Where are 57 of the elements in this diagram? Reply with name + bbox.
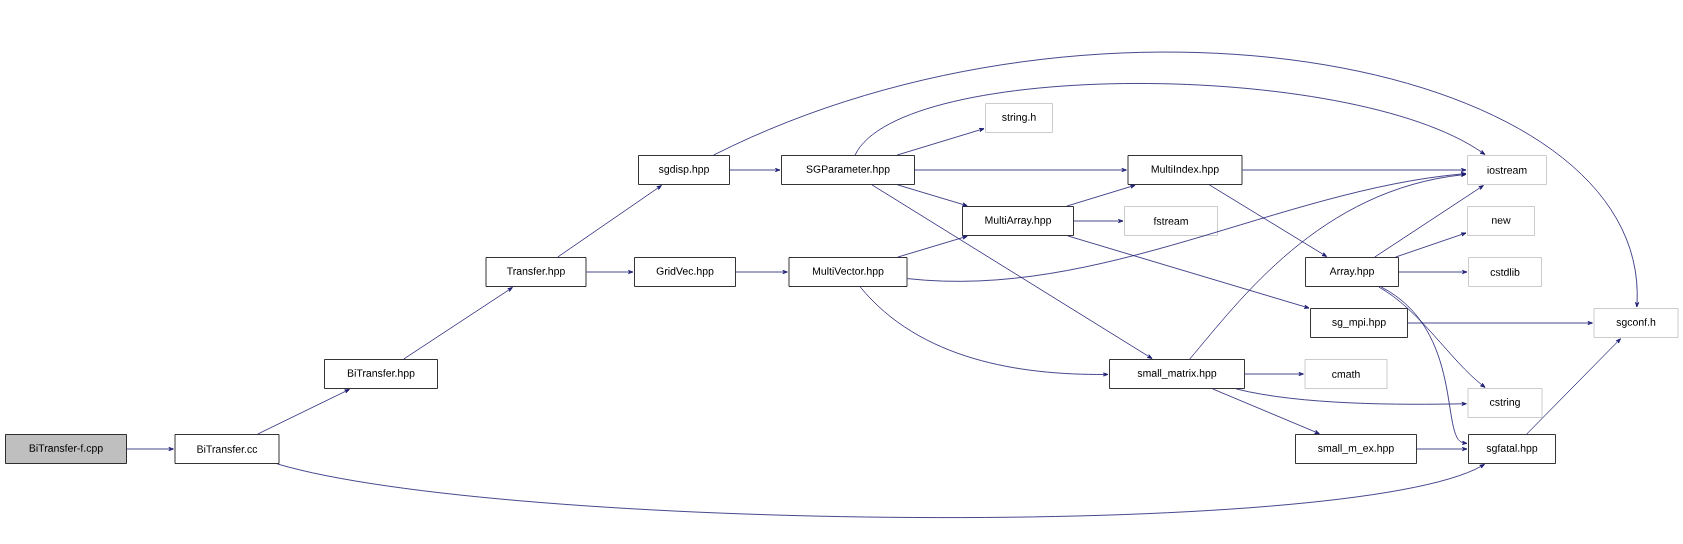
arrow xyxy=(1398,270,1468,274)
file-box: fstream xyxy=(1124,206,1218,236)
file-box: sgfatal.hpp xyxy=(1468,434,1556,464)
arrow xyxy=(257,389,350,435)
arrow xyxy=(586,270,634,274)
arrow xyxy=(1395,232,1467,258)
file-box: new xyxy=(1467,206,1535,236)
arrow xyxy=(1380,286,1468,445)
file-box: MultiArray.hpp xyxy=(962,206,1074,236)
arrow xyxy=(907,172,1467,282)
file-box: SGParameter.hpp xyxy=(781,155,915,185)
arrow xyxy=(403,287,513,360)
arrow xyxy=(914,168,1127,172)
arrow xyxy=(1244,372,1304,376)
file-box: MultiIndex.hpp xyxy=(1127,155,1243,185)
file-box: string.h xyxy=(985,103,1053,133)
arrow xyxy=(897,184,968,207)
file-box: BiTransfer.cc xyxy=(174,434,280,464)
arrow xyxy=(1209,184,1328,257)
arrow xyxy=(1378,286,1486,388)
arrow xyxy=(735,270,788,274)
arrow xyxy=(1073,219,1124,223)
file-box: cstring xyxy=(1467,388,1543,418)
arrow xyxy=(1235,388,1467,406)
arrow xyxy=(729,168,781,172)
arrow xyxy=(1416,447,1468,451)
arrow xyxy=(1374,185,1484,258)
arrow xyxy=(896,128,985,156)
file-box: BiTransfer.hpp xyxy=(324,359,438,389)
arrow xyxy=(276,463,1485,518)
arrow xyxy=(854,83,1486,156)
arrow xyxy=(1189,172,1467,360)
arrow xyxy=(1066,184,1136,207)
file-box: Array.hpp xyxy=(1305,257,1399,287)
file-box: iostream xyxy=(1467,155,1547,185)
arrow xyxy=(1526,338,1621,435)
arrow xyxy=(713,52,1640,308)
file-box: small_m_ex.hpp xyxy=(1295,434,1417,464)
file-box: MultiVector.hpp xyxy=(788,257,908,287)
arrow xyxy=(1242,168,1467,172)
arrow xyxy=(897,235,968,258)
file-box: sgdisp.hpp xyxy=(638,155,730,185)
file-box: sg_mpi.hpp xyxy=(1310,308,1408,338)
arrow xyxy=(1212,388,1320,435)
file-box: small_matrix.hpp xyxy=(1109,359,1245,389)
file-box: Transfer.hpp xyxy=(485,257,587,287)
file-box: cstdlib xyxy=(1468,257,1542,287)
arrow xyxy=(1067,235,1310,309)
arrow xyxy=(126,447,174,451)
arrow xyxy=(859,286,1109,377)
arrow xyxy=(871,184,1153,359)
file-box: cmath xyxy=(1304,359,1388,389)
file-box: sgconf.h xyxy=(1593,308,1679,338)
file-box: BiTransfer-f.cpp xyxy=(5,434,127,464)
arrow xyxy=(557,185,662,258)
arrow xyxy=(1407,321,1593,325)
file-box: GridVec.hpp xyxy=(634,257,736,287)
